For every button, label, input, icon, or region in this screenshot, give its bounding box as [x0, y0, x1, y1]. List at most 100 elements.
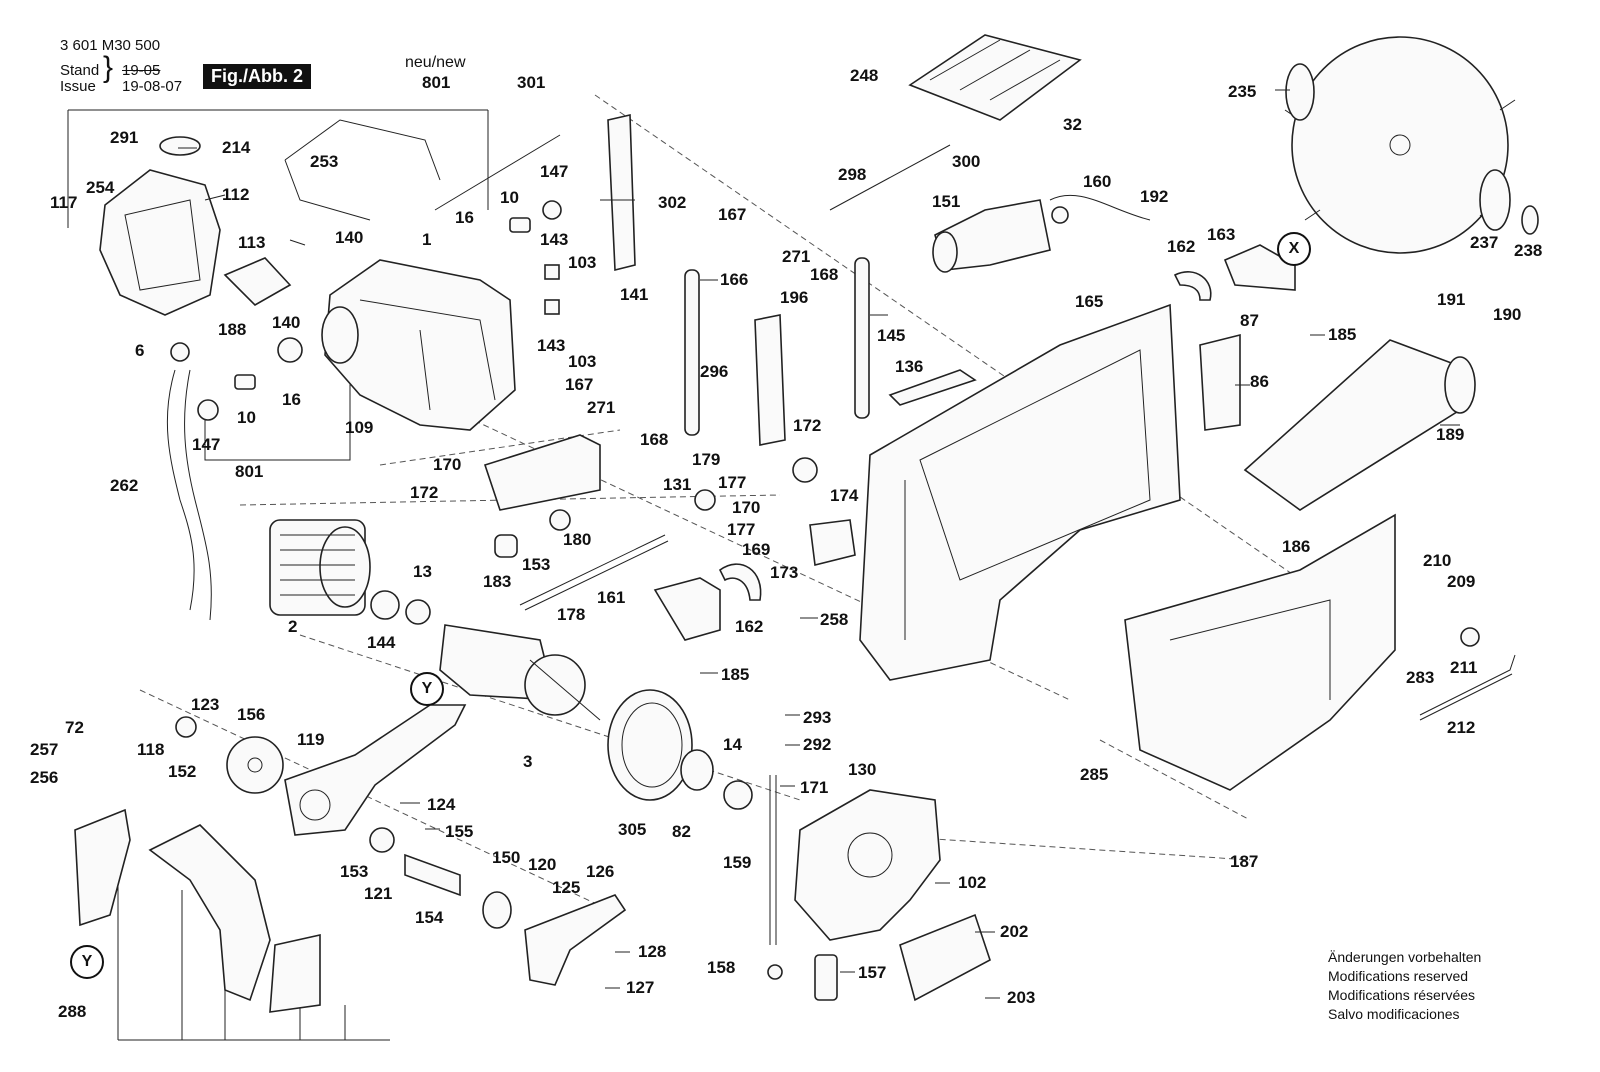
callout-label: 14	[723, 735, 742, 754]
stator	[269, 519, 371, 616]
callout-label: 180	[563, 530, 592, 549]
callout-label: 143	[537, 336, 566, 355]
callout-label: 258	[820, 610, 849, 629]
callout-label: 16	[282, 390, 301, 409]
callout-label: 214	[222, 138, 251, 157]
callout-label: 123	[191, 695, 220, 714]
leader-lines	[178, 89, 1460, 999]
note-line: Modifications réservées	[1328, 987, 1476, 1003]
callout-label: 87	[1240, 311, 1259, 330]
callout-label: 154	[415, 908, 444, 927]
gear	[226, 736, 284, 794]
stand-label: Stand	[60, 62, 100, 79]
callout-label: 136	[895, 357, 924, 376]
marker-x: X	[1277, 232, 1311, 266]
callout-label: 1	[422, 230, 432, 249]
callout-label: 157	[858, 963, 887, 982]
callout-label: 183	[483, 572, 512, 591]
callout-label: 188	[218, 320, 247, 339]
callout-label: 143	[540, 230, 569, 249]
armature	[439, 624, 601, 721]
callout-label: 169	[742, 540, 771, 559]
part-number: 3 601 M30 500	[60, 37, 161, 54]
callout-label: 187	[1230, 852, 1259, 871]
callout-label: 177	[727, 520, 756, 539]
callout-label: 257	[30, 740, 59, 759]
callout-label: 186	[1282, 537, 1311, 556]
callout-label: 238	[1514, 241, 1543, 260]
callout-label: 301	[517, 73, 546, 92]
handle-housing	[99, 169, 221, 316]
callout-label: 292	[803, 735, 832, 754]
callout-label: 162	[1167, 237, 1196, 256]
callout-label: 185	[1328, 325, 1357, 344]
callout-label: 119	[297, 730, 325, 749]
callout-label: 288	[58, 1002, 87, 1021]
callout-label: 248	[850, 66, 879, 85]
callout-label: 13	[413, 562, 432, 581]
callout-label: 192	[1140, 187, 1169, 206]
callout-label: 302	[658, 193, 687, 212]
motor-housing	[321, 259, 516, 431]
callout-label: 130	[848, 760, 877, 779]
callout-label: 140	[272, 313, 301, 332]
callout-label: 150	[492, 848, 521, 867]
flanges	[1285, 63, 1539, 235]
callout-label: 293	[803, 708, 832, 727]
callout-label: 3	[523, 752, 533, 771]
callout-label: 82	[672, 822, 691, 841]
callout-label: 159	[723, 853, 752, 872]
callout-label: 168	[640, 430, 669, 449]
callout-label: 109	[345, 418, 374, 437]
callout-label: 86	[1250, 372, 1269, 391]
callout-label: 144	[367, 633, 396, 652]
callout-label: 305	[618, 820, 647, 839]
wire-bracket	[284, 119, 441, 221]
callout-label: 120	[528, 855, 557, 874]
small-parts	[159, 136, 1480, 1001]
allen-wrench	[1419, 654, 1516, 721]
callout-label: 285	[1080, 765, 1109, 784]
callout-label: 6	[135, 341, 145, 360]
callout-label: 212	[1447, 718, 1476, 737]
gear-housing	[794, 789, 941, 941]
callout-label: 191	[1437, 290, 1466, 309]
callout-label: 128	[638, 942, 667, 961]
callout-label: 271	[782, 247, 811, 266]
callout-label: 127	[626, 978, 655, 997]
table-insert	[908, 34, 1082, 121]
callout-label: 168	[810, 265, 839, 284]
callout-label: 166	[720, 270, 749, 289]
callout-label: 300	[952, 152, 981, 171]
callout-label: 156	[237, 705, 266, 724]
shaft	[519, 534, 669, 611]
callout-label: 196	[780, 288, 809, 307]
note-line: Modifications reserved	[1328, 968, 1469, 984]
callout-label: 262	[110, 476, 139, 495]
callout-label: 124	[427, 795, 456, 814]
callout-label: 298	[838, 165, 867, 184]
callout-label: 162	[735, 617, 764, 636]
issue-label: Issue	[60, 78, 96, 95]
callout-label: 10	[237, 408, 256, 427]
callout-label: 253	[310, 152, 339, 171]
callout-label: 161	[597, 588, 626, 607]
callout-label: 103	[568, 253, 597, 272]
new-label: neu/new	[405, 54, 466, 71]
callout-label: 174	[830, 486, 859, 505]
saw-blade	[1284, 36, 1516, 254]
callout-label: 141	[620, 285, 649, 304]
marker-y-bottom: Y	[70, 945, 104, 979]
lower-guard	[74, 808, 321, 1013]
callout-label: 117	[50, 193, 78, 212]
callout-label: 801	[422, 73, 451, 92]
callout-label: 147	[540, 162, 569, 181]
callout-label: 131	[663, 475, 692, 494]
callout-label: 102	[958, 873, 987, 892]
callout-label: 211	[1450, 658, 1478, 677]
callout-label: 256	[30, 768, 59, 787]
old-date: 19-05	[122, 62, 161, 79]
callout-label: 170	[433, 455, 462, 474]
callout-label: 202	[1000, 922, 1029, 941]
callout-label: 185	[721, 665, 750, 684]
